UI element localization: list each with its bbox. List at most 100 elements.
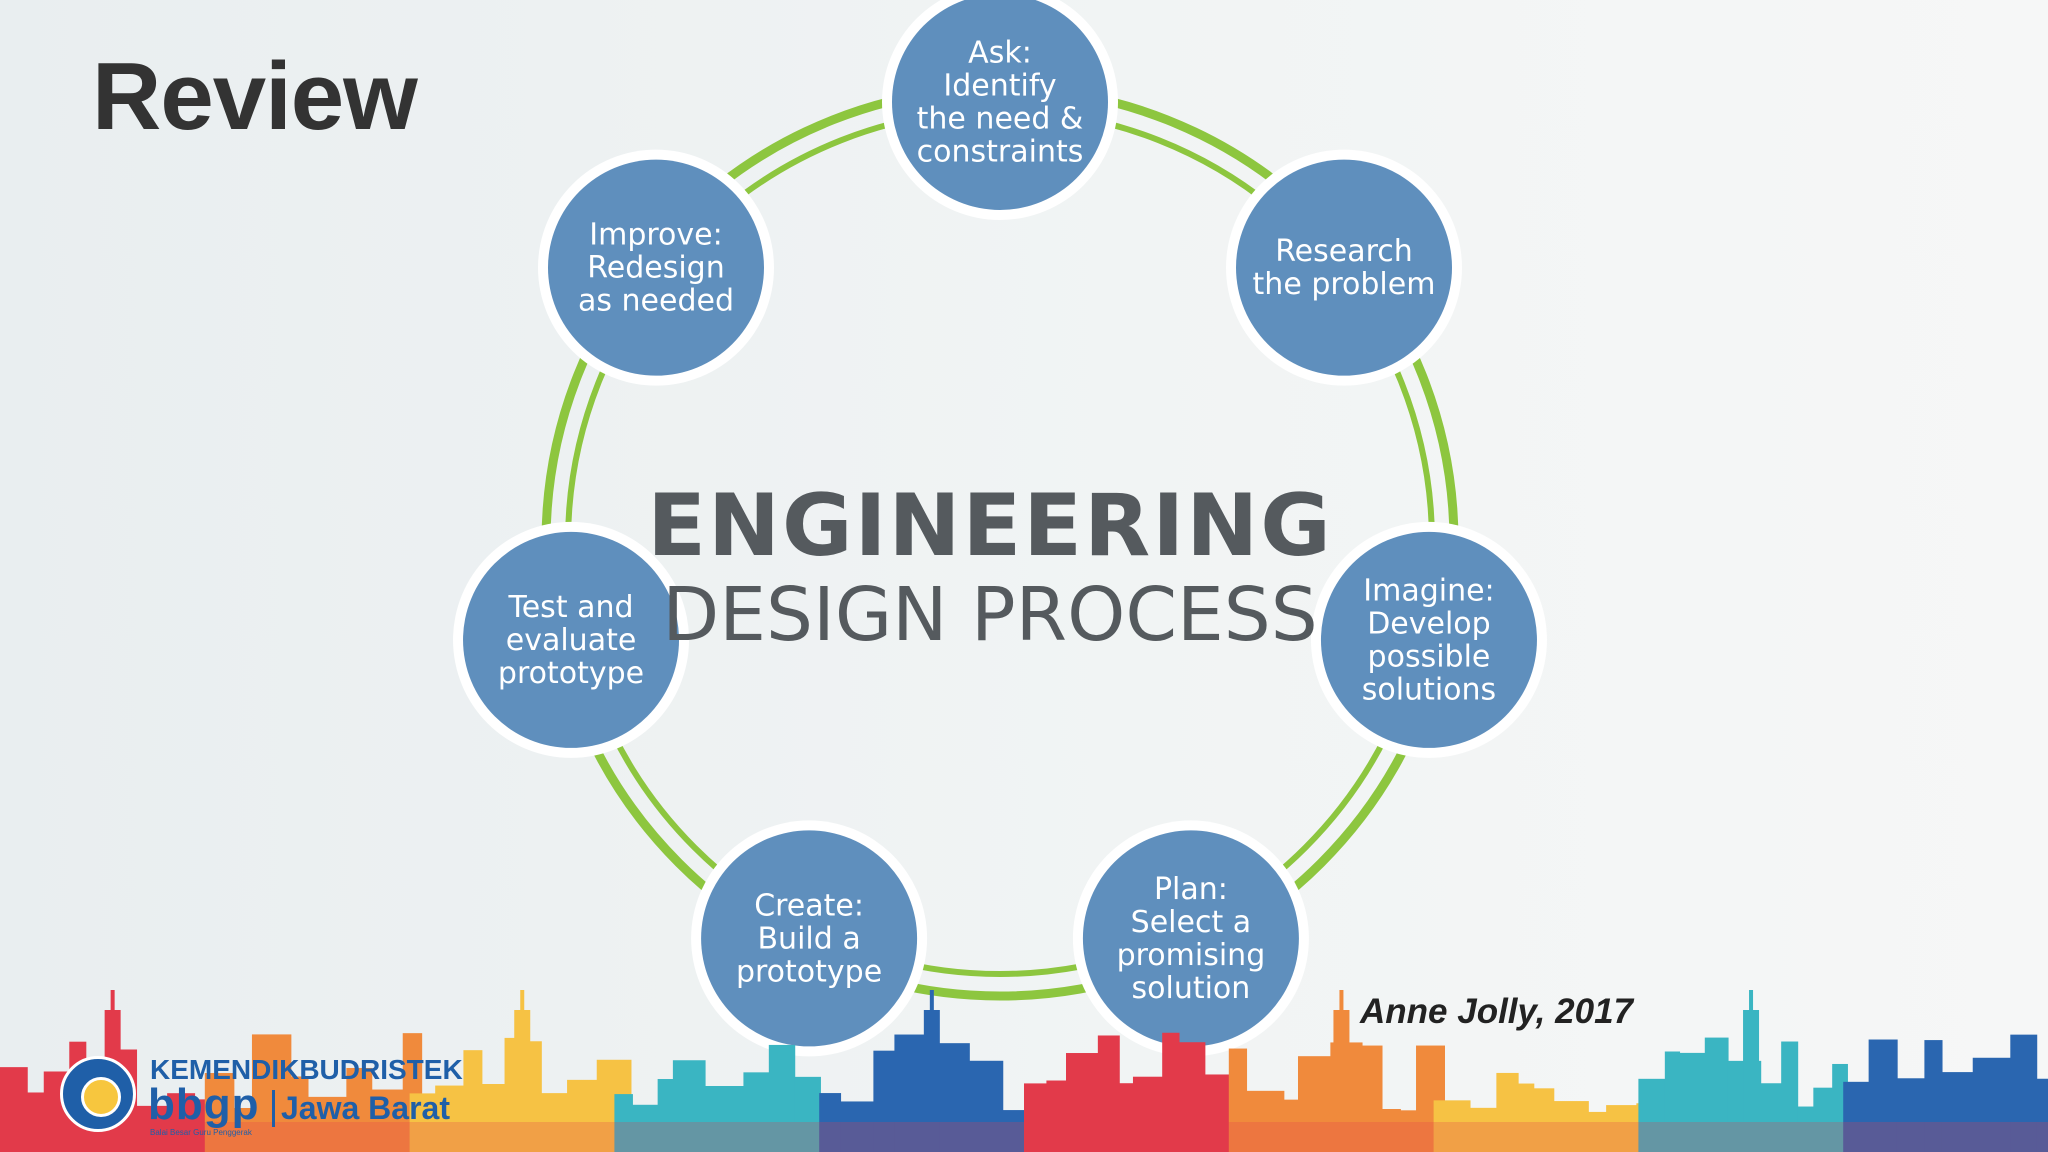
skyline-building	[704, 1086, 745, 1152]
logo-region: Jawa Barat	[272, 1090, 450, 1127]
skyline-building	[1797, 1106, 1815, 1152]
step-node-circle	[701, 830, 918, 1047]
skyline-building	[1896, 1078, 1926, 1152]
skyline-building	[307, 1096, 348, 1152]
step-node-circle	[892, 0, 1108, 210]
skyline-building	[968, 1060, 1004, 1152]
skyline-building	[409, 1093, 437, 1152]
skyline-building	[1283, 1099, 1299, 1152]
skyline-building	[1297, 1056, 1332, 1152]
skyline-building	[1132, 1076, 1164, 1152]
skyline-spire-tip	[520, 990, 525, 1014]
skyline-building	[1972, 1057, 2012, 1152]
skyline-building	[1843, 1081, 1870, 1152]
skyline-building	[1228, 1048, 1248, 1152]
skyline-building	[657, 1079, 674, 1152]
step-label-line: Improve:	[589, 218, 722, 253]
skyline-building	[631, 1104, 659, 1152]
step-node-circle	[547, 159, 764, 376]
city-skyline-decoration	[0, 990, 2048, 1152]
skyline-building	[371, 1089, 404, 1152]
step-label-line: possible	[1368, 639, 1491, 674]
skyline-building	[1361, 1045, 1383, 1152]
skyline-building	[1941, 1072, 1974, 1152]
skyline-building	[463, 1050, 483, 1152]
step-label-line: Imagine:	[1363, 573, 1494, 608]
skyline-building	[1399, 1110, 1418, 1152]
emblem-icon	[60, 1056, 136, 1132]
step-label-line: solutions	[1362, 672, 1496, 707]
skyline-building	[1178, 1042, 1206, 1152]
skyline-building	[0, 1067, 28, 1152]
center-title: ENGINEERING	[647, 476, 1333, 576]
organization-logo: KEMENDIKBUDRISTEK bbgp Jawa Barat Balai …	[60, 1052, 463, 1142]
skyline-spire-tip	[929, 990, 934, 1014]
skyline-building	[1046, 1080, 1068, 1152]
slide-title: Review	[92, 43, 418, 150]
skyline-spire-tip	[1339, 990, 1344, 1014]
skyline-building	[26, 1092, 45, 1152]
step-node-circle	[463, 531, 680, 748]
skyline-building	[1606, 1105, 1638, 1152]
skyline-building	[1704, 1037, 1729, 1152]
step-label-line: Identify	[943, 69, 1056, 104]
skyline-building	[1246, 1090, 1285, 1152]
step-label-line: Develop	[1367, 606, 1491, 641]
skyline-building	[204, 1073, 235, 1152]
skyline-building	[794, 1076, 821, 1152]
skyline-spire	[514, 1010, 531, 1152]
skyline-building	[167, 1093, 196, 1152]
citation: Anne Jolly, 2017	[1360, 992, 1633, 1031]
skyline-building	[1533, 1088, 1555, 1152]
skyline-building	[1587, 1111, 1608, 1152]
skyline-building	[1760, 1083, 1783, 1152]
step-label-line: Select a	[1131, 905, 1251, 940]
step-label-line: Test and	[508, 590, 634, 625]
skyline-building	[1553, 1101, 1589, 1152]
step-label-line: Redesign	[587, 251, 724, 286]
step-node-circle	[1236, 159, 1453, 376]
step-label-line: promising	[1117, 938, 1266, 973]
center-subtitle: DESIGN PROCESS	[662, 572, 1317, 658]
skyline-building	[1024, 1083, 1048, 1152]
skyline-building	[233, 1107, 253, 1152]
skyline-building	[614, 1094, 633, 1152]
skyline-building	[1924, 1040, 1943, 1152]
skyline-building	[1381, 1109, 1401, 1152]
skyline-building	[1118, 1083, 1134, 1152]
skyline-spire-tip	[1749, 990, 1754, 1014]
skyline-spire	[1743, 1010, 1760, 1152]
step-label-line: Build a	[757, 921, 860, 956]
step-label-line: the problem	[1253, 267, 1436, 302]
skyline-building	[1664, 1051, 1681, 1152]
skyline-building	[290, 1076, 309, 1152]
skyline-building	[1781, 1041, 1799, 1152]
logo-org-name: KEMENDIKBUDRISTEK	[150, 1054, 463, 1085]
skyline-building	[1066, 1053, 1099, 1152]
step-label-line: solution	[1132, 971, 1251, 1006]
skyline-building	[567, 1079, 598, 1152]
skyline-building	[1813, 1087, 1834, 1152]
skyline-building	[481, 1083, 506, 1152]
step-label-line: Research	[1275, 234, 1413, 269]
logo-tagline: Balai Besar Guru Penggerak	[150, 1128, 252, 1137]
skyline-building	[136, 1105, 169, 1152]
skyline-building	[1496, 1072, 1519, 1152]
skyline-building	[435, 1085, 465, 1152]
skyline-building	[1162, 1032, 1180, 1152]
skyline-building	[743, 1072, 770, 1152]
skyline-building	[1433, 1100, 1471, 1152]
skyline-building	[2010, 1034, 2038, 1152]
logo-unit-name: bbgp	[148, 1080, 260, 1129]
skyline-building	[2036, 1078, 2048, 1152]
skyline-building	[768, 1044, 796, 1152]
